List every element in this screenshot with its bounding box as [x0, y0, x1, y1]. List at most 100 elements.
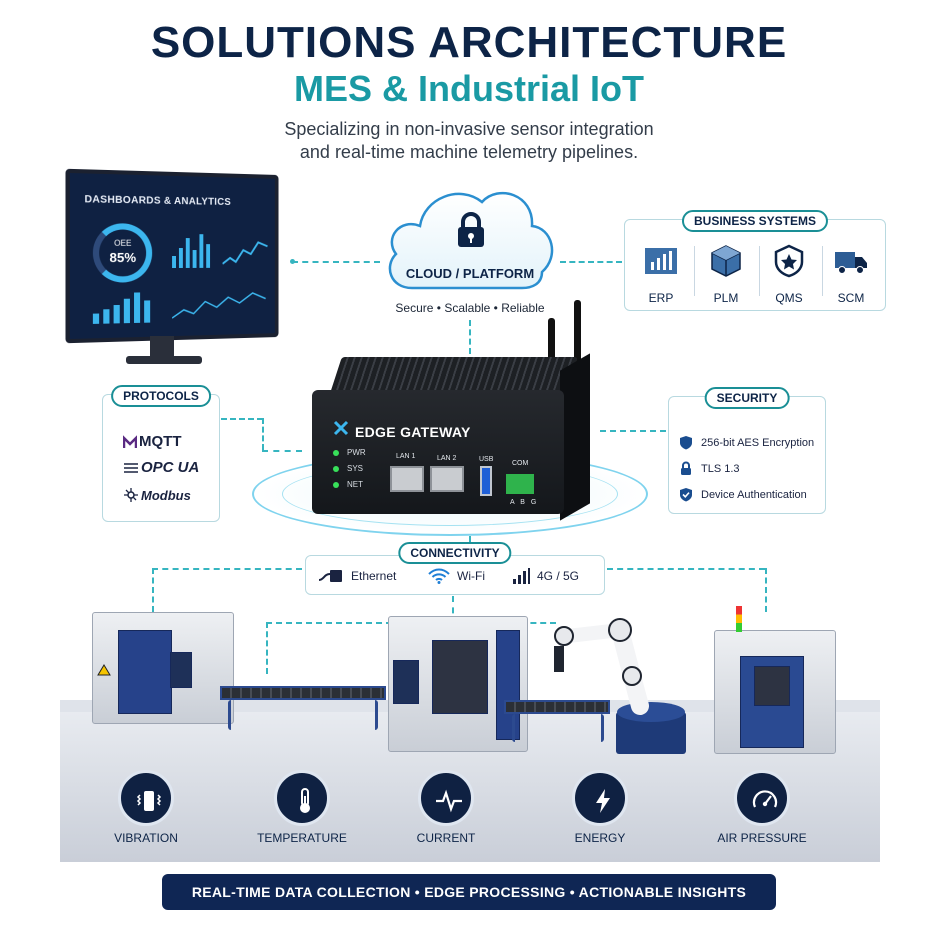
- protocols-title: PROTOCOLS: [111, 385, 211, 407]
- protocol-mqtt: MQTT: [123, 433, 182, 450]
- security-item: TLS 1.3: [679, 461, 740, 476]
- conveyor-belt-left: [220, 686, 386, 700]
- port-label-lan2: LAN 2: [437, 455, 457, 462]
- protocol-label: OPC UA: [141, 459, 200, 476]
- lan1-port[interactable]: [390, 466, 424, 492]
- connector-bus-right-drop: [765, 568, 767, 612]
- connector-dot: [290, 259, 295, 264]
- connector-cloud-business: [560, 261, 622, 263]
- divider: [759, 246, 760, 296]
- gateway-name: EDGE GATEWAY: [355, 424, 471, 440]
- port-label-lan1: LAN 1: [396, 453, 416, 460]
- led-pwr: PWR: [333, 448, 366, 457]
- machine-side-panel: [496, 630, 520, 740]
- business-item-label: QMS: [775, 291, 803, 305]
- connector-cloud-gateway: [469, 320, 471, 354]
- waveform-icon: [436, 789, 462, 813]
- thermometer-icon: [300, 788, 310, 813]
- sensor-energy: [572, 770, 628, 826]
- dashboard-bar-chart-2: [92, 292, 151, 324]
- status-led: [333, 465, 339, 472]
- lock-icon: [681, 461, 691, 475]
- lan2-port[interactable]: [430, 466, 464, 492]
- conveyor-belt-right: [504, 700, 610, 714]
- oee-gauge-value: 85%: [109, 249, 137, 266]
- tagline-line-2: and real-time machine telemetry pipeline…: [299, 142, 639, 162]
- led-label: NET: [347, 480, 363, 489]
- security-box: SECURITY 256-bit AES Encryption TLS 1.3 …: [668, 387, 826, 514]
- opc-ua-logo-icon: [124, 462, 138, 473]
- modbus-logo-icon: [124, 488, 138, 502]
- protocol-modbus: Modbus: [123, 487, 191, 503]
- security-title: SECURITY: [704, 387, 790, 409]
- com-terminal[interactable]: [506, 474, 534, 494]
- connector-bus-left: [152, 568, 302, 570]
- bar-chart-icon: [645, 248, 677, 274]
- sensor-air-pressure: [734, 770, 790, 826]
- led-sys: SYS: [333, 464, 363, 473]
- led-label: SYS: [347, 464, 364, 473]
- dashboard-line-chart: [222, 234, 269, 269]
- protocols-box: PROTOCOLS MQTT OPC UA Modbus: [102, 385, 220, 522]
- tagline: Specializing in non-invasive sensor inte…: [200, 118, 738, 164]
- conveyor-legs-right: [512, 714, 604, 742]
- mqtt-logo-icon: [123, 434, 137, 448]
- truck-icon: [835, 252, 867, 274]
- port-label-com: COM: [512, 460, 529, 467]
- sensor-label: AIR PRESSURE: [717, 831, 807, 845]
- shield-icon: [680, 436, 692, 450]
- business-item-label: PLM: [713, 291, 739, 305]
- port-label-usb: USB: [479, 456, 494, 463]
- gateway-logo-icon: [333, 420, 349, 436]
- vibration-icon: [136, 791, 162, 811]
- oee-gauge-label: OEE: [114, 238, 132, 248]
- cloud-label: CLOUD / PLATFORM: [405, 266, 535, 281]
- sensor-label: VIBRATION: [114, 831, 178, 845]
- connectivity-label: Wi-Fi: [457, 569, 485, 583]
- lightning-icon: [596, 789, 610, 813]
- connector-conveyor-drop: [266, 622, 268, 674]
- sensor-label: TEMPERATURE: [257, 831, 347, 845]
- connector-conveyor: [266, 622, 452, 624]
- monitor-stand: [150, 336, 174, 358]
- gateway-side: [560, 353, 590, 521]
- conveyor-legs-left: [228, 700, 378, 730]
- status-led: [333, 449, 339, 456]
- shield-check-icon: [680, 488, 692, 502]
- wifi-icon: [428, 568, 450, 584]
- security-item-label: 256-bit AES Encryption: [701, 436, 815, 449]
- sensor-vibration: [118, 770, 174, 826]
- machine-window: [754, 666, 790, 706]
- protocol-label: Modbus: [141, 487, 191, 503]
- machine-door: [432, 640, 488, 714]
- signal-icon: [513, 568, 530, 584]
- tagline-line-1: Specializing in non-invasive sensor inte…: [284, 119, 654, 139]
- protocol-label: MQTT: [139, 433, 182, 450]
- page-subtitle: MES & Industrial IoT: [293, 68, 644, 109]
- com-pins-label: A B G: [510, 499, 539, 506]
- sensor-label: ENERGY: [574, 831, 626, 845]
- business-item-qms: QMS: [759, 244, 819, 305]
- pressure-gauge-icon: [752, 790, 778, 808]
- business-item-label: ERP: [648, 291, 674, 305]
- security-item: 256-bit AES Encryption: [679, 435, 814, 450]
- page-title: SOLUTIONS ARCHITECTURE: [150, 18, 788, 67]
- connector-bus-left-drop: [152, 568, 154, 612]
- usb-port[interactable]: [480, 466, 492, 496]
- security-item-label: Device Authentication: [701, 488, 807, 501]
- dashboard-monitor: DASHBOARDS & ANALYTICS OEE 85%: [65, 168, 279, 344]
- monitor-base: [126, 356, 202, 364]
- gateway-heatsink: [330, 357, 578, 393]
- dashboard-line-chart-2: [172, 287, 267, 324]
- sensor-current: [418, 770, 474, 826]
- connector-dashboard-cloud: [292, 261, 380, 263]
- dashboard-title: DASHBOARDS & ANALYTICS: [84, 194, 232, 208]
- business-item-plm: PLM: [696, 244, 756, 305]
- lock-icon: [458, 212, 484, 247]
- sensor-temperature: [274, 770, 330, 826]
- led-net: NET: [333, 480, 363, 489]
- security-item: Device Authentication: [679, 487, 807, 502]
- connector-protocols-gateway: [221, 418, 263, 420]
- connectivity-title: CONNECTIVITY: [398, 542, 512, 564]
- cloud-tagline: Secure • Scalable • Reliable: [395, 301, 545, 315]
